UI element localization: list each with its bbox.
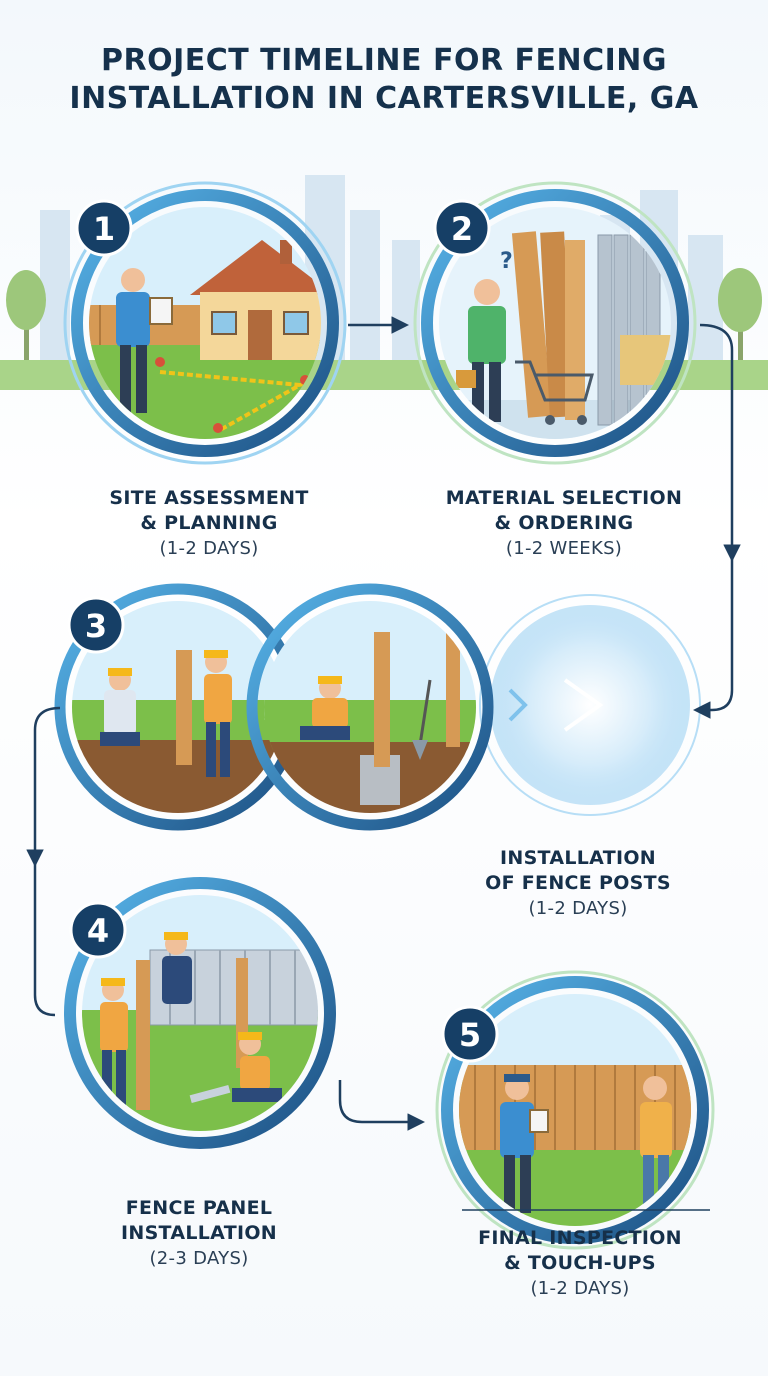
step-3-label: INSTALLATION OF FENCE POSTS (1-2 DAYS): [428, 846, 728, 921]
step-3-badge: 3: [67, 596, 125, 654]
tree-right: [718, 268, 762, 370]
step-4-illustration: [64, 877, 336, 1149]
step-4-title-line-2: INSTALLATION: [121, 1222, 277, 1244]
title-line-2: INSTALLATION IN CARTERSVILLE, GA: [69, 81, 699, 116]
arrow-3-to-4-down: [26, 706, 61, 867]
step-4-title-line-1: FENCE PANEL: [125, 1197, 273, 1219]
step-2-title-line-1: MATERIAL SELECTION: [445, 487, 683, 509]
step-5-badge: 5: [441, 1005, 499, 1063]
step-1-title-line-1: SITE ASSESSMENT: [109, 487, 309, 509]
step-2-illustration: ?: [413, 181, 697, 465]
title-line-1: PROJECT TIMELINE FOR FENCING: [100, 43, 667, 78]
question-mark-icon: ?: [500, 249, 513, 274]
step-4-label: FENCE PANEL INSTALLATION (2-3 DAYS): [49, 1196, 349, 1271]
step-3-title-line-2: OF FENCE POSTS: [485, 872, 671, 894]
step-5-title-line-1: FINAL INSPECTION: [478, 1227, 682, 1249]
arrow-down-icon: [699, 323, 741, 562]
step-5-title-line-2: & TOUCH-UPS: [504, 1252, 656, 1274]
step-1-number: 1: [93, 210, 115, 248]
flow-arrows: [26, 316, 741, 1131]
arrow-4-to-5: [338, 1080, 425, 1131]
step-5-number: 5: [459, 1016, 481, 1054]
step-3-duration: (1-2 DAYS): [528, 898, 628, 919]
step-3-glow-circle: [479, 594, 701, 816]
page-title: PROJECT TIMELINE FOR FENCING INSTALLATIO…: [0, 42, 768, 118]
arrow-2-to-3: [693, 555, 734, 719]
step-2-number: 2: [451, 210, 473, 248]
step-2-title-line-2: & ORDERING: [494, 512, 634, 534]
step-1-label: SITE ASSESSMENT & PLANNING (1-2 DAYS): [59, 486, 359, 561]
step-2-label: MATERIAL SELECTION & ORDERING (1-2 WEEKS…: [414, 486, 714, 561]
step-2-badge: 2: [433, 199, 491, 257]
step-3-number: 3: [85, 607, 107, 645]
step-3-illustration-a: [54, 583, 302, 831]
arrow-right-icon: [563, 678, 604, 732]
step-5-duration: (1-2 DAYS): [530, 1278, 630, 1299]
step-2-duration: (1-2 WEEKS): [505, 538, 623, 559]
arrow-3-to-4-bottom: [33, 860, 56, 1017]
step-4-number: 4: [87, 912, 109, 950]
step-4-badge: 4: [69, 901, 127, 959]
step-1-title-line-2: & PLANNING: [140, 512, 278, 534]
step-3-title-line-1: INSTALLATION: [500, 847, 656, 869]
step-1-duration: (1-2 DAYS): [159, 538, 259, 559]
step-4-duration: (2-3 DAYS): [149, 1248, 249, 1269]
step-1-badge: 1: [75, 199, 133, 257]
step-3-illustration-b: [246, 583, 494, 831]
tree-left: [6, 270, 46, 370]
step-5-label: FINAL INSPECTION & TOUCH-UPS (1-2 DAYS): [430, 1226, 730, 1301]
